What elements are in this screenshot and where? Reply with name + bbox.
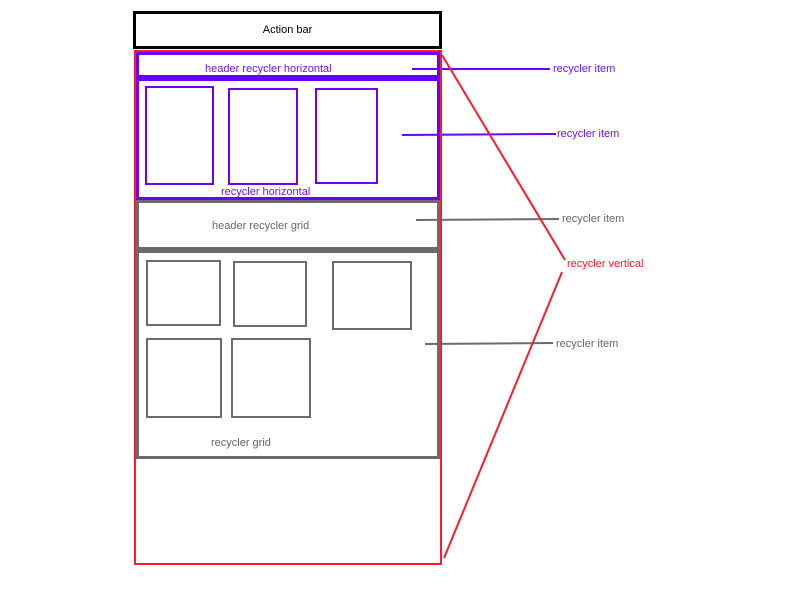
header-horizontal-label: header recycler horizontal <box>205 63 332 75</box>
action-bar-label: Action bar <box>262 24 313 36</box>
annotation-recycler-item-1: recycler item <box>553 63 616 75</box>
horizontal-item <box>145 86 214 185</box>
annotation-recycler-vertical: recycler vertical <box>567 258 644 270</box>
header-recycler-grid: header recycler grid <box>136 200 440 250</box>
recycler-horizontal-label: recycler horizontal <box>221 186 311 198</box>
horizontal-item <box>315 88 378 184</box>
recycler-grid-label: recycler grid <box>211 437 271 449</box>
grid-item <box>233 261 307 327</box>
grid-item <box>231 338 311 418</box>
grid-item <box>332 261 412 330</box>
annotation-recycler-item-3: recycler item <box>562 213 625 225</box>
connector-item-2 <box>401 133 557 136</box>
annotation-recycler-item-2: recycler item <box>557 128 620 140</box>
header-recycler-horizontal: header recycler horizontal <box>136 52 440 78</box>
action-bar: Action bar <box>133 11 442 49</box>
grid-item <box>146 338 222 418</box>
connector-vertical-top <box>441 54 566 261</box>
connector-item-4 <box>424 342 554 345</box>
annotation-recycler-item-4: recycler item <box>556 338 619 350</box>
recycler-grid: recycler grid <box>136 250 440 459</box>
connector-vertical-bottom <box>443 271 563 559</box>
grid-item <box>146 260 221 326</box>
recycler-vertical <box>134 50 442 565</box>
header-grid-label: header recycler grid <box>212 220 310 232</box>
recycler-horizontal: recycler horizontal <box>136 78 440 200</box>
horizontal-item <box>228 88 298 185</box>
